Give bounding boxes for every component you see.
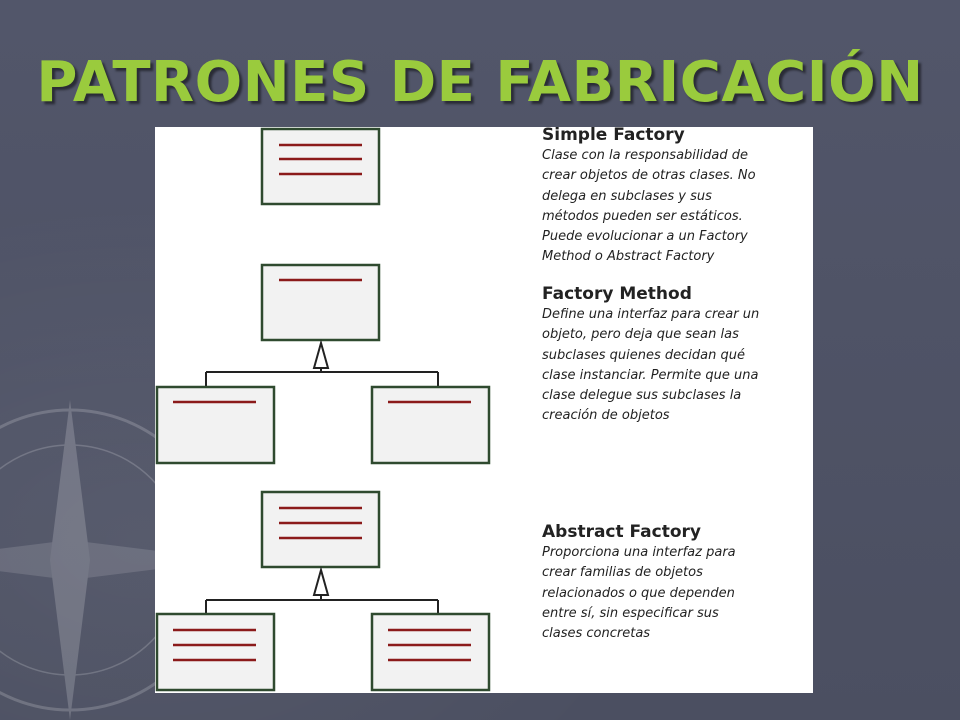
factory-method-diagram [155, 263, 491, 465]
concrete-creator-box-left [155, 385, 276, 465]
concrete-factory-box-left [155, 612, 276, 692]
uml-diagrams [155, 127, 491, 692]
pattern-name: Simple Factory [542, 125, 685, 145]
simple-factory-description: Simple Factory Clase con la responsabili… [542, 124, 817, 268]
abstract-factory-description: Abstract Factory Proporciona una interfa… [542, 521, 817, 644]
pattern-description: Clase con la responsabilidad de crear ob… [542, 148, 756, 265]
concrete-creator-box-right [370, 385, 491, 465]
pattern-description: Define una interfaz para crear un objeto… [542, 307, 760, 424]
slide-title: PATRONES DE FABRICACIÓN [36, 50, 924, 115]
inheritance-arrow-icon [312, 339, 330, 369]
pattern-name: Factory Method [542, 284, 692, 304]
inheritance-arrow-icon [312, 566, 330, 596]
compass-watermark-icon [0, 400, 220, 720]
simple-factory-diagram [260, 127, 381, 206]
simple-factory-class-box [260, 127, 381, 206]
concrete-factory-box-right [370, 612, 491, 692]
patterns-figure: Simple Factory Clase con la responsabili… [155, 125, 813, 693]
pattern-description: Proporciona una interfaz para crear fami… [542, 545, 736, 642]
abstract-factory-class-box [260, 490, 381, 569]
abstract-factory-diagram [155, 490, 491, 692]
pattern-name: Abstract Factory [542, 522, 701, 542]
factory-method-description: Factory Method Define una interfaz para … [542, 283, 817, 427]
creator-class-box [260, 263, 381, 342]
